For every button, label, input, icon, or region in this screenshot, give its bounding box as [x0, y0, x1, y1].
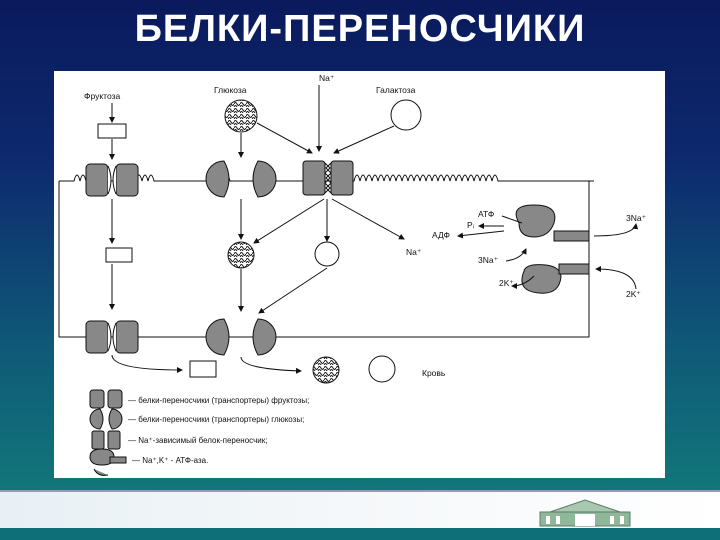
label-pi: Pᵢ — [467, 220, 474, 230]
na-dependent-transporter — [302, 160, 354, 196]
legend-item-fructose: — белки-переносчики (транспортеры) фрукт… — [128, 396, 309, 405]
glucose-transporter-apical — [205, 160, 277, 198]
glucose-transporter-basolateral — [205, 318, 277, 356]
glucose-molecule-cell — [227, 241, 255, 269]
legend-atpase-symbol — [89, 448, 127, 476]
apical-membrane — [59, 174, 594, 182]
label-two-k-out: 2K⁺ — [626, 289, 641, 299]
legend-item-atpase: — Na⁺,K⁺ - АТФ-аза. — [132, 456, 208, 465]
label-two-k-in: 2K⁺ — [499, 278, 514, 288]
glucose-molecule-blood — [312, 356, 340, 384]
legend-glucose-symbol — [89, 408, 123, 430]
footer-strip — [0, 528, 720, 540]
slide-title: БЕЛКИ-ПЕРЕНОСЧИКИ — [134, 8, 586, 50]
legend-na-symbol — [91, 430, 121, 450]
fructose-transporter-apical — [85, 163, 139, 197]
label-fructose: Фруктоза — [84, 91, 120, 101]
fructose-molecule-blood — [189, 360, 217, 378]
na-k-atpase — [515, 204, 590, 294]
legend: — белки-переносчики (транспортеры) фрукт… — [89, 389, 309, 476]
label-galactose: Галактоза — [376, 85, 416, 95]
fructose-molecule-cell — [105, 247, 133, 263]
label-adp: АДФ — [432, 230, 450, 240]
diagram-canvas: Фруктоза Глюкоза Na⁺ Галактоза — [58, 73, 647, 476]
fructose-molecule-top — [97, 123, 127, 139]
galactose-molecule-top — [390, 99, 422, 131]
legend-item-glucose: — белки-переносчики (транспортеры) глюко… — [128, 415, 304, 424]
glucose-molecule-top — [224, 99, 258, 133]
label-three-na-in: 3Na⁺ — [478, 255, 499, 265]
building-logo-icon — [539, 499, 631, 527]
label-blood: Кровь — [422, 368, 446, 378]
label-atp: АТФ — [478, 209, 494, 219]
cell-outline — [58, 181, 590, 338]
fructose-transporter-basolateral — [85, 320, 139, 354]
galactose-molecule-cell — [314, 241, 340, 267]
legend-item-na-dependent: — Na⁺-зависимый белок-переносчик; — [128, 436, 267, 445]
label-glucose: Глюкоза — [214, 85, 247, 95]
label-sodium-mid: Na⁺ — [406, 247, 422, 257]
label-three-na-out: 3Na⁺ — [626, 213, 647, 223]
transport-diagram: Фруктоза Глюкоза Na⁺ Галактоза — [54, 71, 665, 478]
legend-fructose-symbol — [89, 389, 123, 409]
footer-bar — [0, 490, 720, 532]
galactose-molecule-blood — [368, 355, 396, 383]
label-sodium-top: Na⁺ — [319, 73, 335, 83]
